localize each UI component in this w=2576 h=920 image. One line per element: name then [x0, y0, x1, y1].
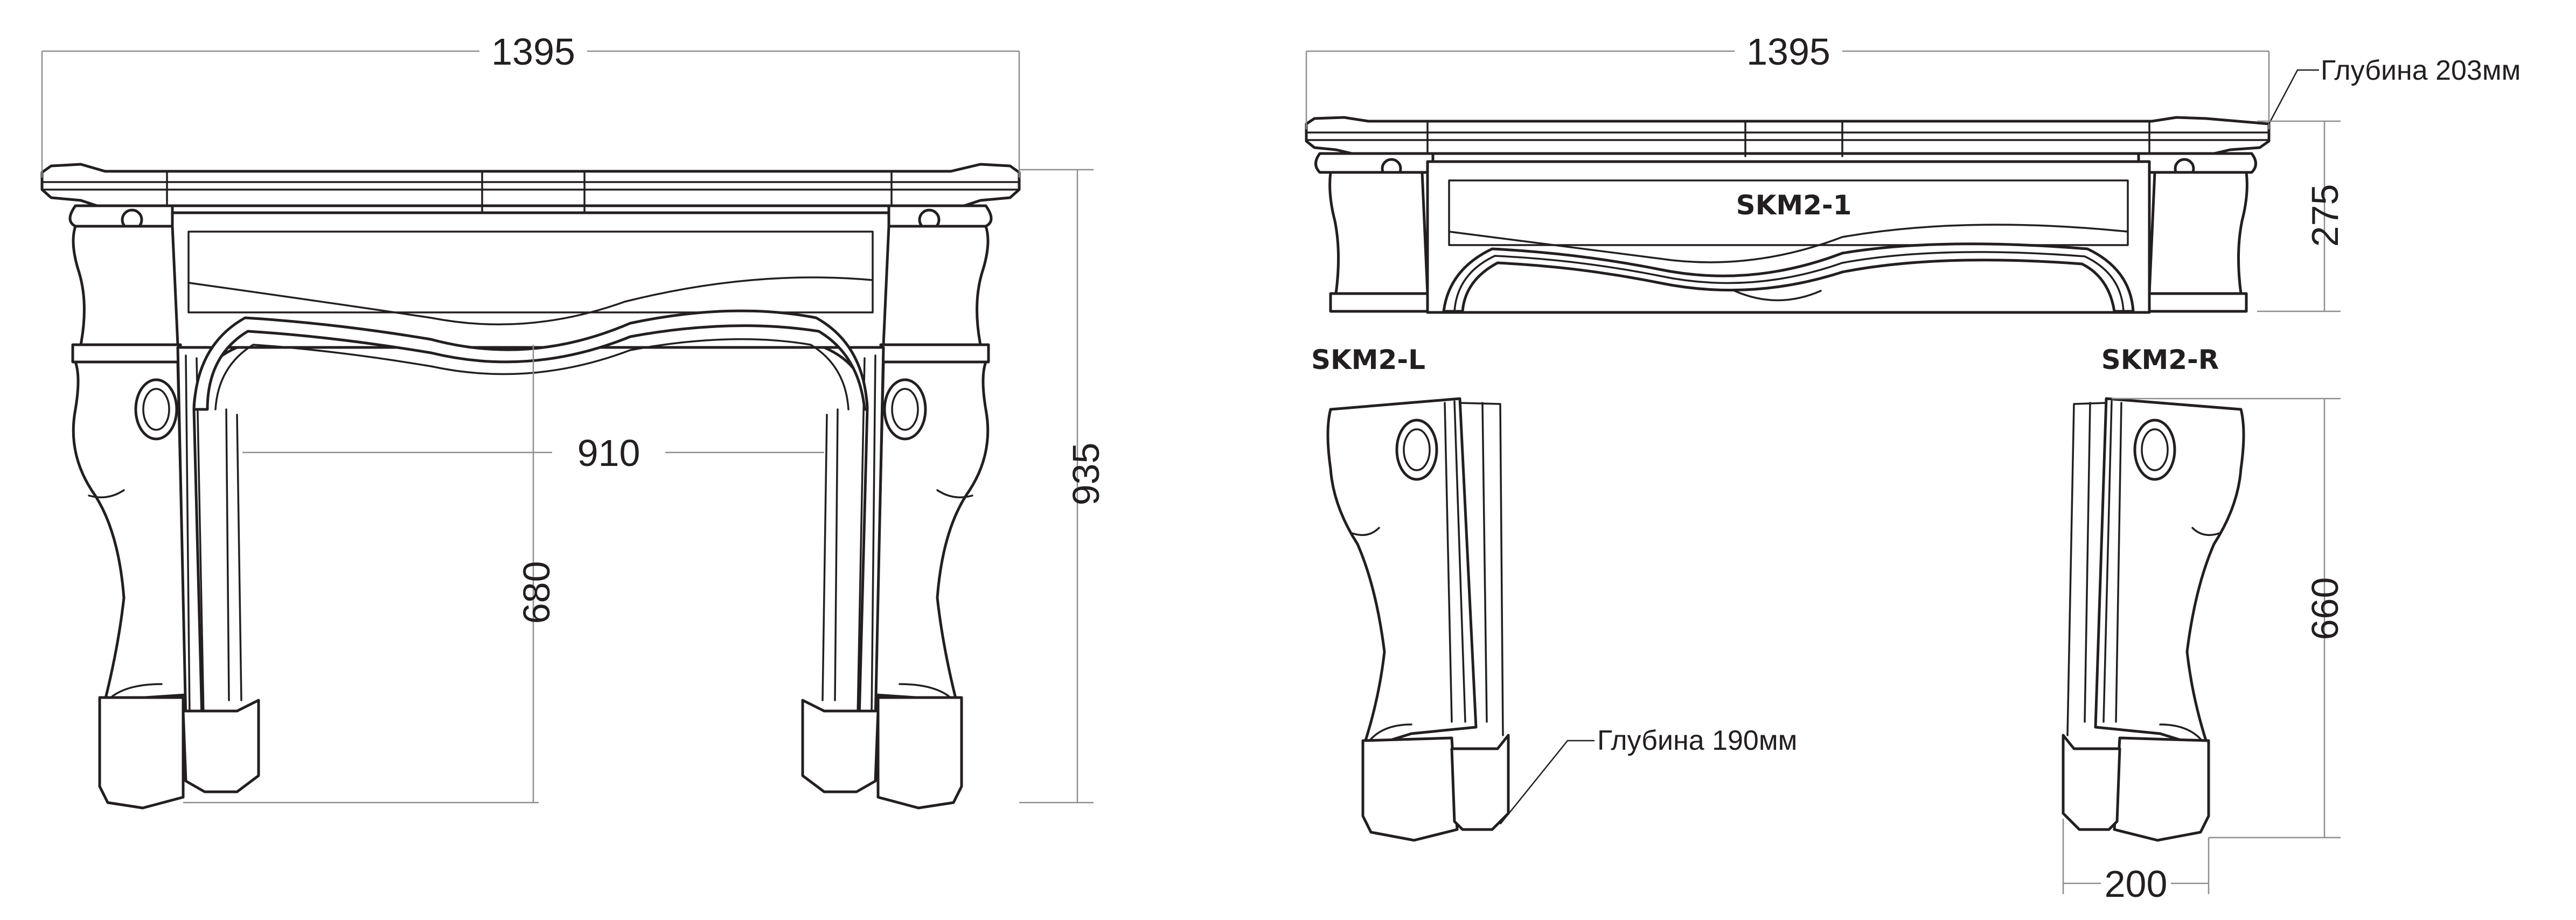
right-console-body [882, 225, 990, 346]
shelf-depth-leader [2268, 69, 2319, 124]
assembled-fireplace-view [40, 50, 1094, 810]
parts-exploded-view [1305, 50, 2341, 894]
left-plinth [98, 696, 185, 810]
right-plinth [876, 696, 963, 810]
leg-width: 200 [2105, 863, 2168, 905]
left-console-body [72, 225, 179, 346]
shelf-depth-note: Глубина 203мм [2321, 55, 2521, 86]
beam-frieze [1426, 160, 2151, 314]
assembled-opening-height: 680 [516, 561, 558, 624]
right-console-top [887, 204, 993, 228]
right-leg [874, 360, 990, 702]
leg-depth-note: Глубина 190мм [1597, 725, 1797, 756]
left-leg-part [1326, 397, 1478, 750]
beam-height: 275 [2304, 184, 2346, 247]
mantel-shelf [40, 163, 1021, 207]
parts-overall-width: 1395 [1746, 31, 1830, 73]
left-leg-plinth [1361, 736, 1459, 842]
right-leg-code: SKM2-R [2101, 344, 2219, 375]
left-leg [72, 360, 187, 702]
beam-right-scroll [2137, 152, 2257, 174]
beam-left-scroll [1314, 152, 1435, 174]
left-leg-code: SKM2-L [1311, 344, 1425, 375]
assembled-overall-height: 935 [1065, 443, 1107, 506]
beam-shelf [1305, 116, 2271, 155]
opening-arch [192, 309, 869, 411]
assembled-opening-width: 910 [577, 432, 640, 474]
leg-height: 660 [2304, 577, 2346, 640]
right-leg-plinth [2113, 736, 2210, 842]
left-console-top [68, 204, 174, 228]
beam-code: SKM2-1 [1736, 190, 1852, 221]
leg-depth-leader [1500, 740, 1595, 825]
assembled-overall-width: 1395 [491, 31, 575, 73]
right-leg-part [2094, 397, 2245, 750]
dimension-labels: 1395 910 680 935 1395 Глубина 203мм 275 … [479, 30, 2521, 910]
